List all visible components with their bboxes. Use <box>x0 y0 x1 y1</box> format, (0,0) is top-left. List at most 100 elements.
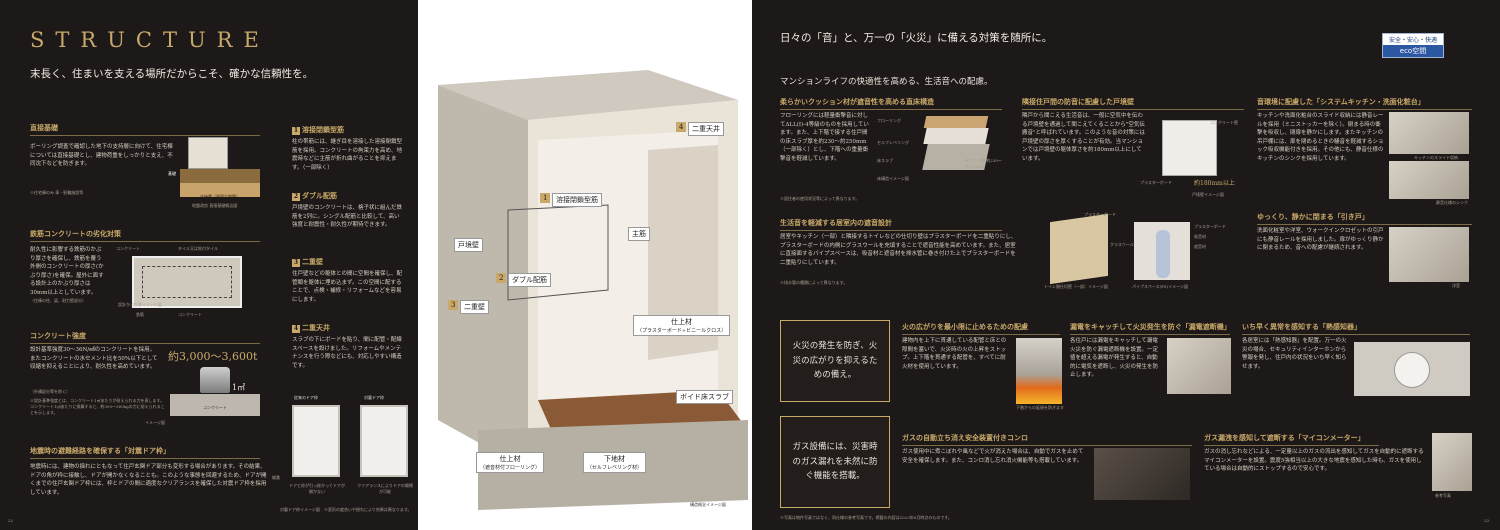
meter-photo <box>1432 433 1472 491</box>
pipe-label-2: グラスウール <box>1110 242 1134 247</box>
kitchen-text: キッチンや洗面化粧台のスライド収納には静音レールを採用（ミニストッカーを除く）。… <box>1257 113 1384 162</box>
center-label-double-wall: 二重壁 <box>460 300 489 314</box>
strength-title: コンクリート強度 <box>30 331 260 344</box>
door-title: 地震時の避難経路を確保する「対震ドア枠」 <box>30 446 260 459</box>
mid-text-2: 戸境壁のコンクリートは、格子状に組んだ鉄筋を2列に。シングル配筋と比較して、高い… <box>292 205 403 229</box>
slide-photo <box>1389 227 1469 282</box>
bearing-layer-label: 支持層（強固な地盤） <box>200 194 240 199</box>
wall-block <box>1162 120 1217 176</box>
cover-label-concrete2: コンクリート <box>178 312 202 317</box>
gas1-title: ガスの自動立ち消え安全装置付きコンロ <box>902 433 1192 446</box>
wall-label-1: コンクリート壁 <box>1210 120 1238 125</box>
concrete-deg-note: （住棟の柱、梁、耐力壁部分） <box>30 298 86 303</box>
bearing-layer: 支持層（強固な地盤） <box>180 183 260 199</box>
kitchen-photo-1 <box>1389 112 1469 154</box>
pipe-tube <box>1156 230 1170 278</box>
floor-layer-wood <box>923 116 989 128</box>
pipe-label-1: プラスターボード <box>1084 212 1116 217</box>
door-cap-anti: クリアランスによりドアの開閉が可能 <box>357 483 413 494</box>
structure-heading: STRUCTURE <box>30 28 270 52</box>
fire2-title: 漏電をキャッチして火災発生を防ぐ「漏電遮断機」 <box>1070 322 1231 335</box>
concrete-block-label: コンクリート <box>203 405 227 410</box>
slide-cap: 洋室 <box>1452 283 1460 288</box>
weight-icon <box>200 367 230 393</box>
door-label-normal: 従来のドア枠 <box>294 395 318 400</box>
kitchen-photo-2 <box>1389 161 1469 199</box>
rebar-section <box>132 256 242 308</box>
strength-text: 設計基準強度30～36N/㎟のコンクリートを採用。またコンクリートの水セメント比… <box>30 347 158 371</box>
pipe-note: ※排水管の種類によって異なります。 <box>780 280 848 285</box>
floor-label-2: セルフレベリング <box>877 140 909 145</box>
left-page: STRUCTURE 末長く、住まいを支える場所だからこそ、確かな信頼性を。 直接… <box>0 0 418 530</box>
kitchen-title: 音環境に配慮した「システムキッチン・洗面化粧台」 <box>1257 97 1472 110</box>
pipe-label-4: 遮音材 <box>1194 244 1206 249</box>
strength-range: 約3,000～3,600t <box>168 350 258 363</box>
fire1-text: 建物内を上下に貫通している配管と床との隙間を塞いで、火災時の火の上昇をストップ。… <box>902 338 1007 370</box>
wall-text: 隣戸から聞こえる生活音は、一般に空気中を伝わる戸境壁を通過して聞こえてくることか… <box>1022 113 1145 162</box>
finish-wall-title: 仕上材 <box>671 318 693 326</box>
breaker-photo <box>1167 338 1231 394</box>
door-anti <box>360 405 408 477</box>
heat-sensor-icon <box>1394 352 1430 388</box>
heat-sensor-photo <box>1354 342 1470 396</box>
mid-text-1: 柱の帯筋には、継ぎ目を溶接した溶接閉鎖型筋を採用。コンクリートの拘束力を高め、地… <box>292 139 403 171</box>
door-normal <box>292 405 340 477</box>
door-caption: 対震ドア枠イメージ図 <box>280 507 320 512</box>
floor-layer-cushion <box>923 128 989 144</box>
fire-box-text: 火災の発生を防ぎ、火災の広がりを抑えるための備え。 <box>792 341 878 381</box>
right-footnote: ※写真は物件写真ではなく、同仕様の参考写真です。掲載の内容は2023年8月時点の… <box>780 515 952 520</box>
finish-floor-title: 仕上材 <box>499 455 521 463</box>
slide-text: 洗面化粧室や洋室、ウォークインクロゼットの引戸にも静音レールを採用しました。扉が… <box>1257 228 1384 252</box>
fire2-text: 各住戸には漏電をキャッチして漏電火災を防ぐ漏電遮断機を設置。一定値を超える漏電が… <box>1070 338 1159 379</box>
concrete-deg-text: 耐久性に影響する鉄筋のかぶり厚さを確保し、鉄筋を覆う外側のコンクリートの厚さ(か… <box>30 247 104 296</box>
fire3-text: 各居室には「熱感知器」を配置。万一の火災の場合、セキュリティインターホンから警報… <box>1242 338 1347 370</box>
mid-title-2: ダブル配筋 <box>302 191 337 200</box>
ground-layer <box>180 169 260 183</box>
outer-wall <box>438 85 528 470</box>
kitchen-cap-2: 静音仕様のシンク <box>1436 200 1468 205</box>
center-label-double-bar: ダブル配筋 <box>508 273 551 287</box>
mid-text-3: 住戸壁などの躯体との間に空間を確保し、配管類を躯体に埋め込まず。この空間に配する… <box>292 271 402 303</box>
structure-subheading: 末長く、住まいを支える場所だからこそ、確かな信頼性を。 <box>30 68 314 80</box>
mid-text-4: スラブの下にボードを貼り、間に配管・配線スペースを設けました。リフォームやメンテ… <box>292 337 402 369</box>
right-headline: 日々の「音」と、万一の「火災」に備える対策を随所に。 <box>780 32 1053 44</box>
strength-caption: イメージ図 <box>145 420 165 425</box>
cover-label-concrete: コンクリート <box>116 246 140 251</box>
door-hinge-label: 蝶番 <box>272 475 280 480</box>
gas-box: ガス設備には、災害時のガス漏れを未然に防ぐ機能を搭載。 <box>780 416 890 508</box>
wall-caption: 戸境壁イメージ図 <box>1192 192 1224 197</box>
badge-top: 安全・安心・快適 <box>1383 34 1443 45</box>
mid-num-1: 1 <box>292 127 300 135</box>
base-floor-sub: （セルフレベリング材） <box>587 465 643 471</box>
floor-title: 柔らかいクッション材が遮音性を高める直床構造 <box>780 97 1002 110</box>
structure-illustration: 4 二重天井 1 溶接閉鎖型筋 主筋 戸境壁 2 ダブル配筋 3 二重壁 仕上材… <box>418 0 752 530</box>
door-cap-normal: ドアと枠が引っ掛かってドアが開かない <box>289 483 345 494</box>
left-page-number: 22 <box>8 518 14 523</box>
pipe-label-5: プラスターボード <box>1194 224 1226 229</box>
pipe-label-3: 吸音材 <box>1194 234 1206 239</box>
foundation-diagram: 基礎 支持層（強固な地盤） 地盤改良·直接基礎概念図 <box>168 137 260 221</box>
center-label-finish-floor: 仕上材 （遮音材付フローリング） <box>476 452 545 473</box>
floor-label-3: 床スラブ <box>877 158 893 163</box>
floor-label-1: フローリング <box>877 118 901 123</box>
slide-title: ゆっくり、静かに閉まる「引き戸」 <box>1257 212 1472 225</box>
cover-caption: 設計かぶり厚イメージ図 <box>118 302 162 307</box>
floor-text: フローリングには軽量衝撃音に対してΔLL(I)-4等級のものを採用しています。ま… <box>780 113 869 162</box>
mid-title-3: 二重壁 <box>302 257 323 266</box>
pipe-text: 居室やキッチン（一部）と隣接するトイレなどの仕切り壁はプラスターボードを二重貼り… <box>780 234 1017 266</box>
wall-title: 隣接住戸間の防音に配慮した戸境壁 <box>1022 97 1244 110</box>
finish-wall-sub: （プラスターボード+ビニールクロス） <box>637 328 727 334</box>
pipe-diagram: プラスターボード グラスウール 吸音材 遮音材 プラスターボード トイレ間仕切壁… <box>1044 212 1244 302</box>
kitchen-cap-1: キッチンのスライド収納 <box>1414 155 1458 160</box>
door-diagram: 従来のドア枠 対震ドア枠 蝶番 ドアと枠が引っ掛かってドアが開かない クリアラン… <box>272 395 413 525</box>
strength-note: （外構部分等を除く） <box>30 389 70 394</box>
mid-title-4: 二重天井 <box>302 323 330 332</box>
center-num-double-bar: 2 <box>496 273 507 283</box>
concrete-block: コンクリート <box>170 394 260 416</box>
center-label-wall: 戸境壁 <box>454 238 483 252</box>
badge-bottom: eco空間 <box>1383 45 1443 57</box>
